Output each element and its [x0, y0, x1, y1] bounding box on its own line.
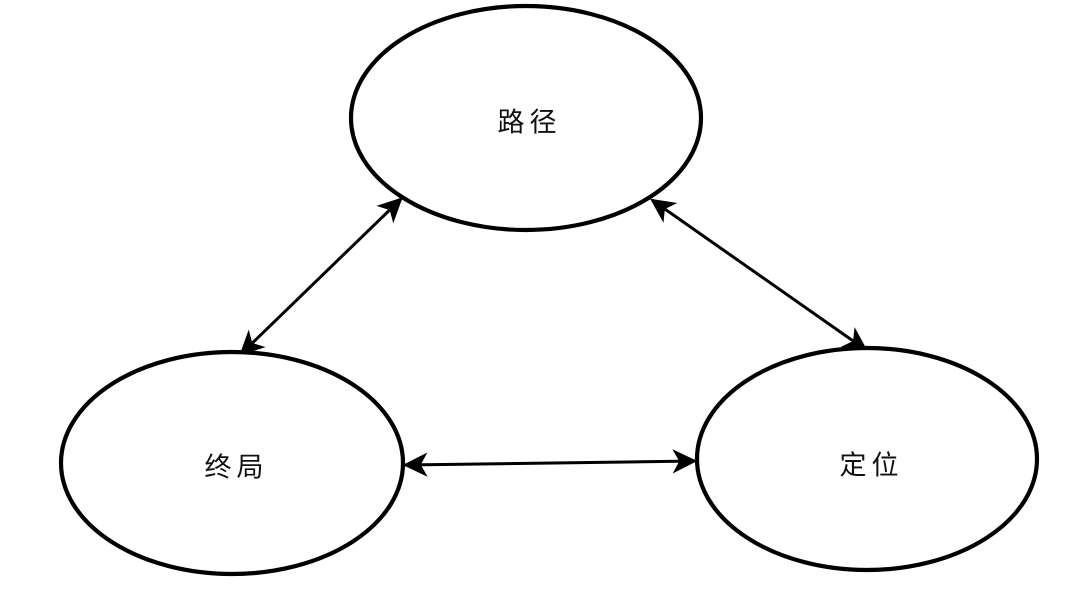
edge-endgame-positioning[interactable] [402, 449, 698, 477]
node-ellipse-path[interactable] [348, 3, 704, 233]
edge-group [239, 197, 868, 477]
node-ellipse-endgame[interactable] [58, 349, 406, 577]
node-label-endgame: 终局 [204, 452, 269, 483]
edge-path-positioning[interactable] [650, 198, 868, 352]
edge-endgame-path[interactable] [239, 197, 403, 356]
node-label-path: 路径 [497, 107, 562, 138]
node-group [58, 3, 1040, 577]
node-ellipse-positioning[interactable] [694, 345, 1040, 573]
node-label-positioning: 定位 [839, 450, 904, 481]
